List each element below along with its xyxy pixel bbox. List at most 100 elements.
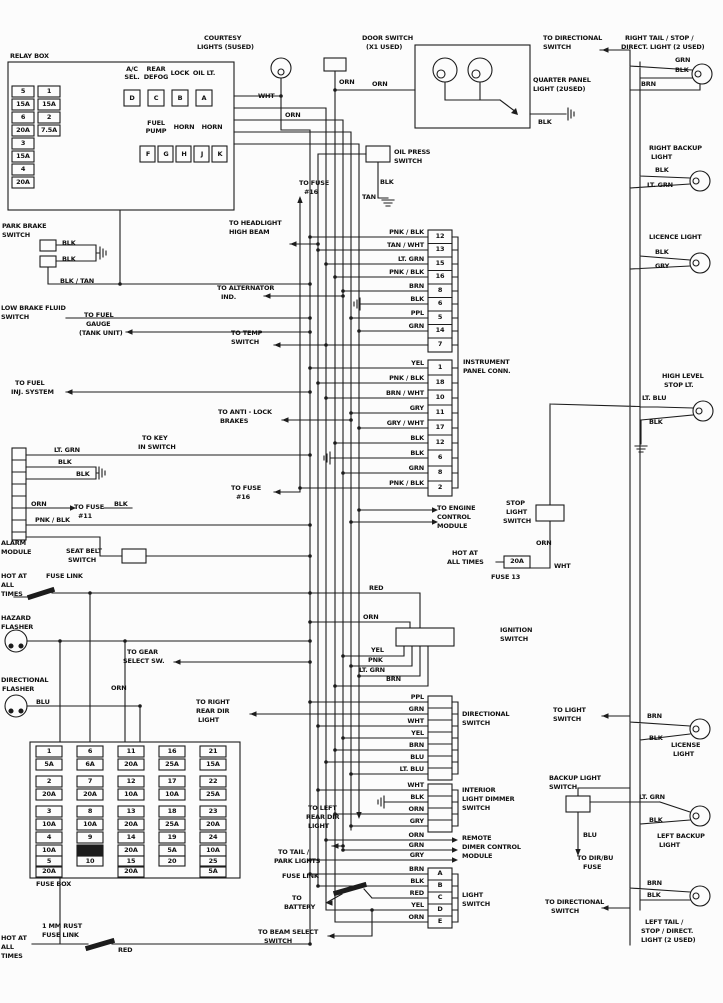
label-stop-1: STOP <box>506 499 525 507</box>
label-rbackup-2: LIGHT <box>651 153 673 161</box>
label-quarter-1: QUARTER PANEL <box>533 76 591 84</box>
label-fb-n-20: 20 <box>167 857 177 865</box>
label-blk-alarm3: BLK <box>114 500 128 508</box>
label-relay-a: A <box>201 94 207 102</box>
label-ltgrn-ign: LT. GRN <box>359 666 385 674</box>
label-stop-2: LIGHT <box>506 508 528 516</box>
label-relay-hdr-horn2: HORN <box>201 123 223 131</box>
label-brn-ltail: BRN <box>647 879 662 887</box>
junction-dots <box>58 88 374 946</box>
label-fb-n-24: 24 <box>208 833 218 841</box>
label-headlight-1: TO HEADLIGHT <box>229 219 282 227</box>
label-w2-blk6: BLK <box>410 449 424 457</box>
label-wd-brn: BRN <box>409 741 424 749</box>
label-wd-ppl: PPL <box>410 693 424 701</box>
label-fb-n-8: 8 <box>87 807 93 815</box>
label-alarm-2: MODULE <box>1 548 32 556</box>
label-rrear-2: REAR DIR <box>196 707 230 715</box>
label-fb-n-12: 12 <box>126 777 136 785</box>
label-brn-license: BRN <box>647 712 662 720</box>
label-ltgrn-rbackup: LT. GRN <box>647 181 673 189</box>
label-fusebox-title: FUSE BOX <box>36 880 72 888</box>
label-blu-backup: BLU <box>583 831 597 839</box>
label-fb-a-6: 6A <box>85 760 95 768</box>
label-ls-e: E <box>437 917 443 925</box>
label-orn-stop: ORN <box>536 539 552 547</box>
label-p2-2: 2 <box>437 483 443 491</box>
label-hot3-2: ALL <box>1 943 14 951</box>
label-wr-grn: GRN <box>408 841 424 849</box>
label-w1-ltgrn: LT. GRN <box>398 255 424 263</box>
label-fb-n-3: 3 <box>46 807 52 815</box>
label-hot3-1: HOT AT <box>1 934 27 942</box>
label-fuse11-2: #11 <box>78 512 93 520</box>
label-orn-courtesy: ORN <box>285 111 301 119</box>
label-batt-2: BATTERY <box>284 903 316 911</box>
label-relay-k: K <box>217 150 223 158</box>
directional-flasher-symbol <box>4 694 28 718</box>
label-fb-a-5: 20A <box>42 867 56 875</box>
label-orn-fusebox: ORN <box>111 684 127 692</box>
label-wl-red: RED <box>409 889 425 897</box>
label-dirsw-2: SWITCH <box>462 719 491 727</box>
label-fb-a-1: 5A <box>44 760 54 768</box>
label-license-1: LICENSE <box>671 741 701 749</box>
lamp-symbols <box>270 57 714 907</box>
label-fb-n-5: 5 <box>46 857 52 865</box>
label-fb-n-21: 21 <box>208 747 218 755</box>
label-int-2: LIGHT DIMMER <box>462 795 515 803</box>
label-blk-alarm1: BLK <box>58 458 72 466</box>
label-ls-a: A <box>437 869 443 877</box>
label-relay-hdr-oil-lt: OIL LT. <box>192 69 216 77</box>
label-fb-a-12: 10A <box>124 790 138 798</box>
label-stop-3: SWITCH <box>503 517 532 525</box>
label-fb-n-18: 18 <box>167 807 177 815</box>
label-relay-f: F <box>145 150 151 158</box>
label-blktan-park: BLK / TAN <box>60 277 95 285</box>
label-wl-blk: BLK <box>410 877 424 885</box>
label-relay-hdr-defog: DEFOG <box>143 73 169 81</box>
label-fb-n-19: 19 <box>167 833 177 841</box>
label-fb-a-22: 25A <box>206 790 220 798</box>
label-ign-2: SWITCH <box>500 635 529 643</box>
label-rem-1: REMOTE <box>462 834 492 842</box>
label-p1-14: 14 <box>435 326 445 334</box>
label-w2-yel: YEL <box>411 359 424 367</box>
label-door-switch-2: (X1 USED) <box>366 43 403 51</box>
label-fb-a-8: 10A <box>83 820 97 828</box>
label-w2-brnwht: BRN / WHT <box>386 389 424 397</box>
label-seatbelt-2: SWITCH <box>68 556 97 564</box>
label-courtesy-2: LIGHTS (5USED) <box>197 43 254 51</box>
label-pnk-ign: PNK <box>368 656 383 664</box>
label-fb-a-16: 25A <box>165 760 179 768</box>
label-high-level-1: HIGH LEVEL <box>662 372 704 380</box>
label-ign-1: IGNITION <box>500 626 533 634</box>
label-fuse16a-1: TO FUSE <box>299 179 330 187</box>
label-fb-a-21: 15A <box>206 760 220 768</box>
label-p1-5: 5 <box>437 313 443 321</box>
label-fb-a-4: 10A <box>42 846 56 854</box>
label-p1-12: 12 <box>435 232 445 240</box>
label-ltail-1: LEFT TAIL / <box>645 918 684 926</box>
label-gear-1: TO GEAR <box>127 648 158 656</box>
label-fb-n-16: 16 <box>167 747 177 755</box>
label-fuse13: FUSE 13 <box>491 573 521 581</box>
label-relay-fuse-5-amp: 15A <box>16 100 30 108</box>
label-fb-a-24: 10A <box>206 846 220 854</box>
label-left-backup-2: LIGHT <box>659 841 681 849</box>
label-beam-2: SWITCH <box>264 937 293 945</box>
label-batt-1: TO <box>292 894 302 902</box>
label-abs-2: BRAKES <box>220 417 249 425</box>
label-fb-n-22: 22 <box>208 777 218 785</box>
label-relay-box-title: RELAY BOX <box>10 52 49 60</box>
label-fb-n-9: 9 <box>87 833 93 841</box>
relay-box <box>7 61 235 211</box>
label-wd-ltblu: LT. BLU <box>399 765 424 773</box>
label-orn-ign: ORN <box>363 613 379 621</box>
label-int-3: SWITCH <box>462 804 491 812</box>
label-high-level-2: STOP LT. <box>664 381 694 389</box>
label-relay-c: C <box>153 94 159 102</box>
label-w2-pnkblk2: PNK / BLK <box>389 479 424 487</box>
label-license-2: LIGHT <box>673 750 695 758</box>
